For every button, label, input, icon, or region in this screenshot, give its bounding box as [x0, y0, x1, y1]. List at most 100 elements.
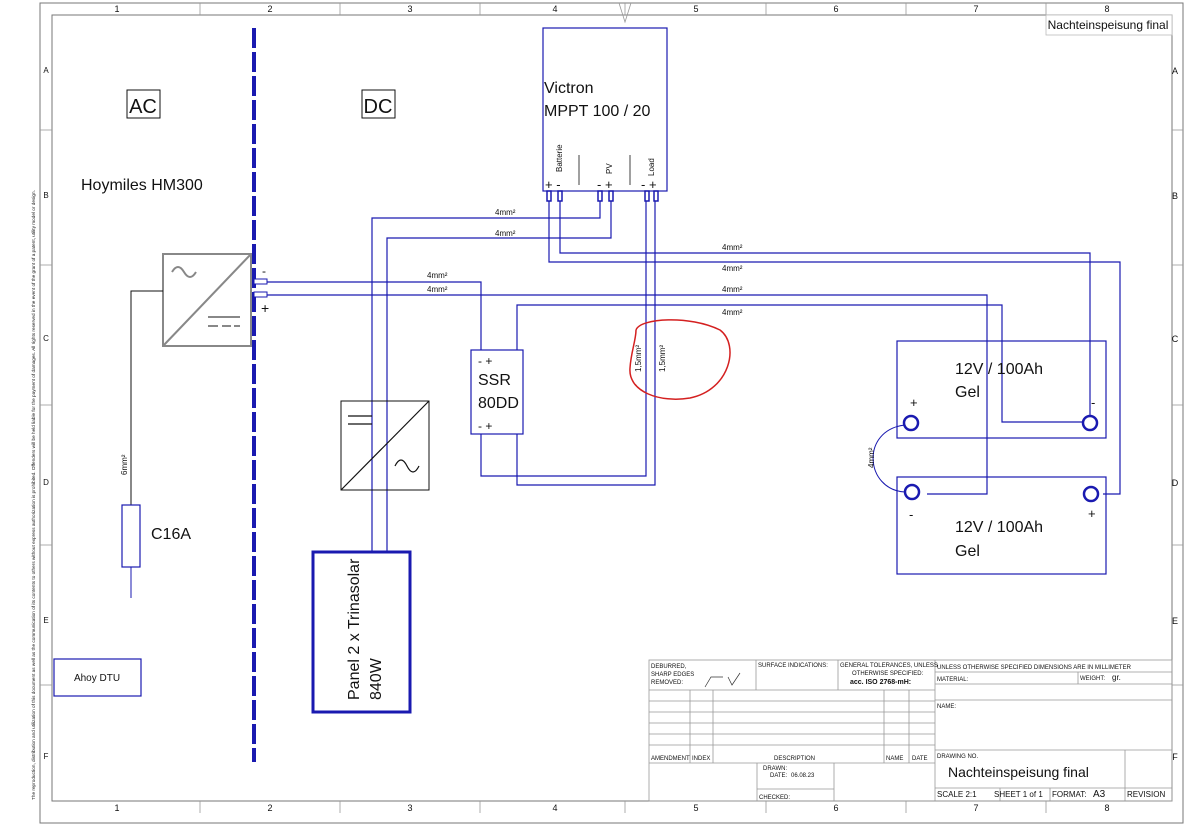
tb-date-value: 06.08.23: [791, 773, 815, 779]
battery2-minus-terminal-icon: [903, 483, 921, 501]
battery1-line1: 12V / 100Ah: [955, 361, 1043, 378]
ac-wave-icon: [171, 266, 197, 278]
row-label: B: [1172, 191, 1178, 201]
col-label: 7: [973, 4, 978, 14]
battery1-line2: Gel: [955, 384, 980, 401]
wire-label: 4mm²: [722, 285, 743, 294]
battery1-plus-terminal-icon: [902, 414, 920, 432]
inverter-minus: -: [262, 264, 266, 278]
tb-revision: REVISION: [1127, 790, 1165, 799]
ssr-line1: SSR: [478, 372, 511, 389]
tb-drawing-title: Nachteinspeisung final: [948, 764, 1089, 780]
mppt-pv-label: PV: [605, 163, 614, 174]
tb-deburred: DEBURRED,: [651, 664, 687, 670]
battery2-minus: -: [909, 507, 913, 522]
battery2-plus: +: [1088, 506, 1096, 521]
row-label: D: [1172, 478, 1179, 488]
row-label: F: [44, 752, 49, 761]
wire-label: 4mm²: [495, 229, 516, 238]
mppt-title-2: MPPT 100 / 20: [544, 103, 651, 120]
panel-line2: 840W: [368, 657, 385, 700]
wire-label: 1,5mm²: [634, 345, 643, 372]
battery1-minus: -: [1091, 395, 1095, 410]
dtu-box: [53, 658, 142, 697]
battery1-minus-terminal-icon: [1081, 414, 1099, 432]
tb-description: DESCRIPTION: [774, 756, 815, 762]
col-label: 3: [407, 4, 412, 14]
battery1-plus: +: [910, 395, 918, 410]
tb-sharp-edges: SHARP EDGES: [651, 672, 694, 678]
row-label: A: [43, 66, 49, 75]
col-label: 7: [973, 803, 978, 813]
tb-index: INDEX: [692, 756, 710, 762]
tb-scale: SCALE 2:1: [937, 790, 977, 799]
col-label: 1: [114, 803, 119, 813]
converter-symbol: [340, 400, 430, 491]
col-label: 5: [693, 4, 698, 14]
fuse-label: C16A: [151, 526, 191, 543]
tb-weight: WEIGHT:: [1080, 676, 1105, 682]
col-label: 8: [1104, 4, 1109, 14]
tb-date-label: DATE:: [770, 773, 788, 779]
ac-wave-icon: [394, 459, 420, 473]
fuse-wire-label: 6mm²: [120, 454, 129, 475]
mppt-title-1: Victron: [544, 80, 594, 97]
col-label: 4: [552, 803, 557, 813]
row-label: F: [1172, 752, 1178, 762]
col-label: 2: [267, 803, 272, 813]
drawing-frame: 1 2 3 4 5 6 7 8 1 2 3 4 5 6 7 8 A B C D …: [31, 2, 1184, 824]
tb-otherwise: OTHERWISE SPECIFIED:: [852, 671, 924, 677]
tb-drawn: DRAWN:: [763, 766, 787, 772]
center-mark-icon: [618, 2, 632, 24]
solar-panel: Panel 2 x Trinasolar 840W: [311, 550, 412, 714]
tb-name-col: NAME: [886, 756, 903, 762]
col-label: 4: [552, 4, 557, 14]
wire-label: 1,5mm²: [658, 345, 667, 372]
ssr-relay: - + SSR 80DD - +: [470, 349, 524, 435]
row-label: D: [43, 478, 49, 487]
mppt-load-label: Load: [647, 158, 656, 176]
tb-name-field: NAME:: [937, 704, 956, 710]
mppt-load-polarity: - +: [641, 177, 657, 192]
ac-label-box: AC: [126, 89, 161, 119]
mppt-pv-polarity: - +: [597, 177, 613, 192]
wire-label: 4mm²: [722, 243, 743, 252]
row-label: E: [1172, 616, 1178, 626]
col-label: 6: [833, 4, 838, 14]
dc-label-box: DC: [361, 89, 396, 119]
wire-label: 4mm²: [495, 208, 516, 217]
corner-title: Nachteinspeisung final: [1048, 18, 1169, 32]
mppt-battery-polarity: + -: [545, 177, 561, 192]
tb-removed: REMOVED:: [651, 680, 683, 686]
wiring: [267, 201, 1121, 552]
tb-date-col: DATE: [912, 756, 928, 762]
ac-wire: [130, 290, 163, 505]
red-annotation-circle: [629, 319, 731, 400]
wire-label: 4mm²: [427, 285, 448, 294]
wire-label: 4mm²: [867, 447, 876, 468]
tb-format: FORMAT:: [1052, 790, 1087, 799]
inverter-name: Hoymiles HM300: [81, 177, 203, 194]
col-label: 8: [1104, 803, 1109, 813]
battery-1: 12V / 100Ah Gel + -: [896, 340, 1107, 439]
inverter-plus: +: [261, 300, 269, 316]
col-label: 6: [833, 803, 838, 813]
ssr-bottom-polarity: - +: [478, 419, 492, 433]
tb-surface: SURFACE INDICATIONS:: [758, 663, 828, 669]
col-label: 2: [267, 4, 272, 14]
inverter-symbol: [162, 253, 252, 347]
ssr-line2: 80DD: [478, 395, 519, 412]
side-notice: The reproduction, distribution and utili…: [31, 190, 36, 800]
tb-weight-unit: gr.: [1112, 673, 1121, 682]
tb-amendment: AMENDMENT: [651, 756, 690, 762]
mppt-batterie-label: Batterie: [555, 144, 564, 172]
tb-iso: acc. ISO 2768-mH:: [850, 679, 911, 686]
wire-label: 4mm²: [722, 308, 743, 317]
ssr-top-polarity: - +: [478, 354, 492, 368]
battery2-line2: Gel: [955, 543, 980, 560]
row-label: C: [43, 334, 49, 343]
fuse-symbol: [121, 504, 141, 568]
tb-checked: CHECKED:: [759, 795, 790, 801]
battery-2: 12V / 100Ah Gel - +: [896, 476, 1107, 575]
